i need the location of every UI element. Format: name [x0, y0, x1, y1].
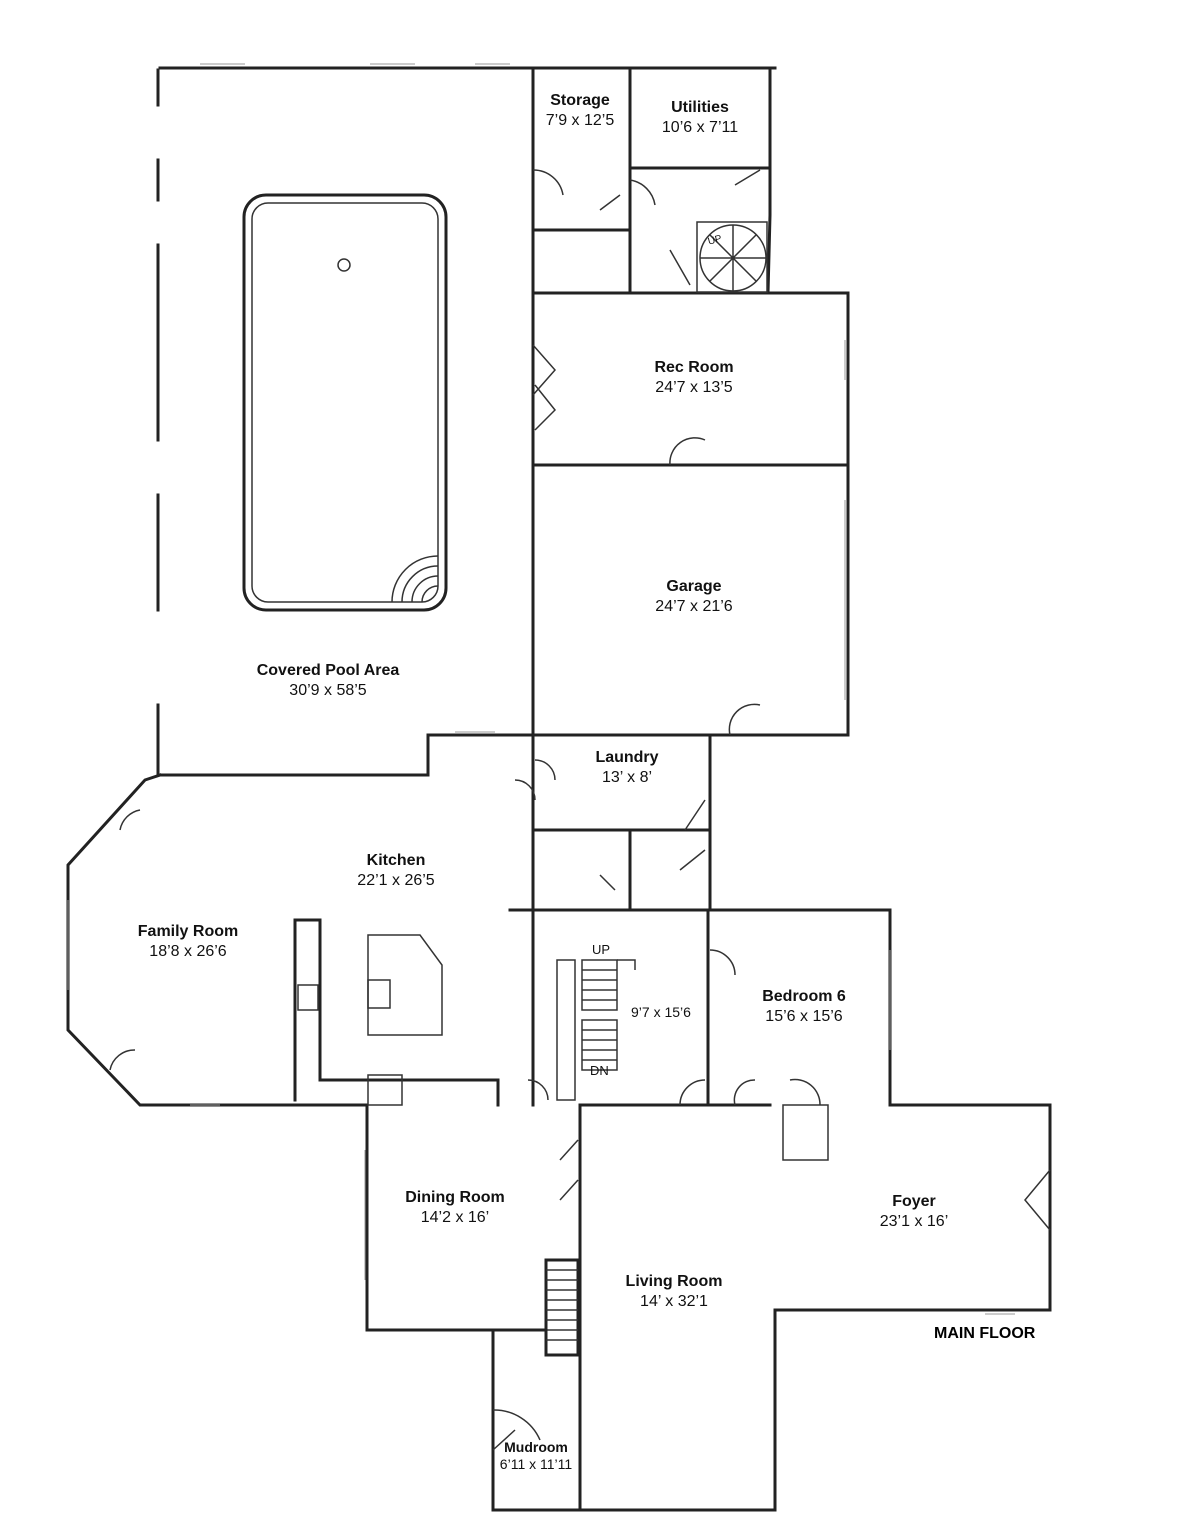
- room-name: Laundry: [595, 749, 659, 766]
- room-name: Covered Pool Area: [256, 662, 400, 679]
- room-size: 15’6 x 15’6: [765, 1008, 843, 1025]
- room-size: 30’9 x 58’5: [289, 682, 367, 699]
- room-dining-room: Dining Room 14’2 x 16’: [405, 1188, 505, 1228]
- room-size: 22’1 x 26’5: [357, 872, 435, 889]
- spiral-stair-icon: [696, 221, 768, 293]
- room-size: 14’ x 32’1: [640, 1293, 708, 1310]
- room-size: 10’6 x 7’11: [661, 119, 739, 136]
- room-name: Utilities: [671, 99, 729, 116]
- room-name: Dining Room: [405, 1189, 505, 1206]
- room-storage: Storage 7’9 x 12’5: [546, 91, 615, 131]
- staircase: [556, 959, 636, 1101]
- room-utilities: Utilities 10’6 x 7’11: [662, 98, 738, 138]
- room-bedroom-6: Bedroom 6 15’6 x 15’6: [762, 987, 846, 1027]
- stair-up-label: UP: [592, 942, 611, 957]
- room-size: 13’ x 8’: [601, 769, 653, 786]
- stair-hall-size: 9’7 x 15’6: [631, 1004, 691, 1020]
- room-living-room: Living Room 14’ x 32’1: [626, 1272, 723, 1312]
- stair-down-label: DN: [590, 1063, 609, 1078]
- room-size: 18’8 x 26’6: [149, 943, 227, 960]
- room-name: Storage: [550, 92, 610, 109]
- room-garage: Garage 24’7 x 21’6: [655, 577, 732, 617]
- room-name: Garage: [666, 578, 722, 595]
- room-rec-room: Rec Room 24’7 x 13’5: [654, 358, 733, 398]
- pool: [242, 193, 448, 612]
- room-laundry: Laundry 13’ x 8’: [595, 748, 658, 788]
- room-size: 24’7 x 13’5: [655, 379, 733, 396]
- room-name: Mudroom: [504, 1439, 568, 1455]
- room-size: 14’2 x 16’: [420, 1209, 490, 1226]
- room-name: Kitchen: [366, 852, 426, 869]
- room-name: Family Room: [137, 923, 239, 940]
- room-size: 24’7 x 21’6: [655, 598, 733, 615]
- room-family-room: Family Room 18’8 x 26’6: [138, 922, 238, 962]
- plan-title: MAIN FLOOR: [934, 1325, 1036, 1342]
- room-kitchen: Kitchen 22’1 x 26’5: [357, 851, 434, 891]
- room-name: Living Room: [625, 1273, 723, 1290]
- room-name: Bedroom 6: [762, 988, 846, 1005]
- room-size: 7’9 x 12’5: [545, 112, 615, 129]
- room-foyer: Foyer 23’1 x 16’: [880, 1192, 949, 1232]
- room-name: Rec Room: [654, 359, 734, 376]
- room-name: Foyer: [892, 1193, 936, 1210]
- room-covered-pool-area: Covered Pool Area 30’9 x 58’5: [257, 661, 400, 701]
- room-size: 6’11 x 11’11: [499, 1456, 573, 1472]
- room-size: 23’1 x 16’: [879, 1213, 949, 1230]
